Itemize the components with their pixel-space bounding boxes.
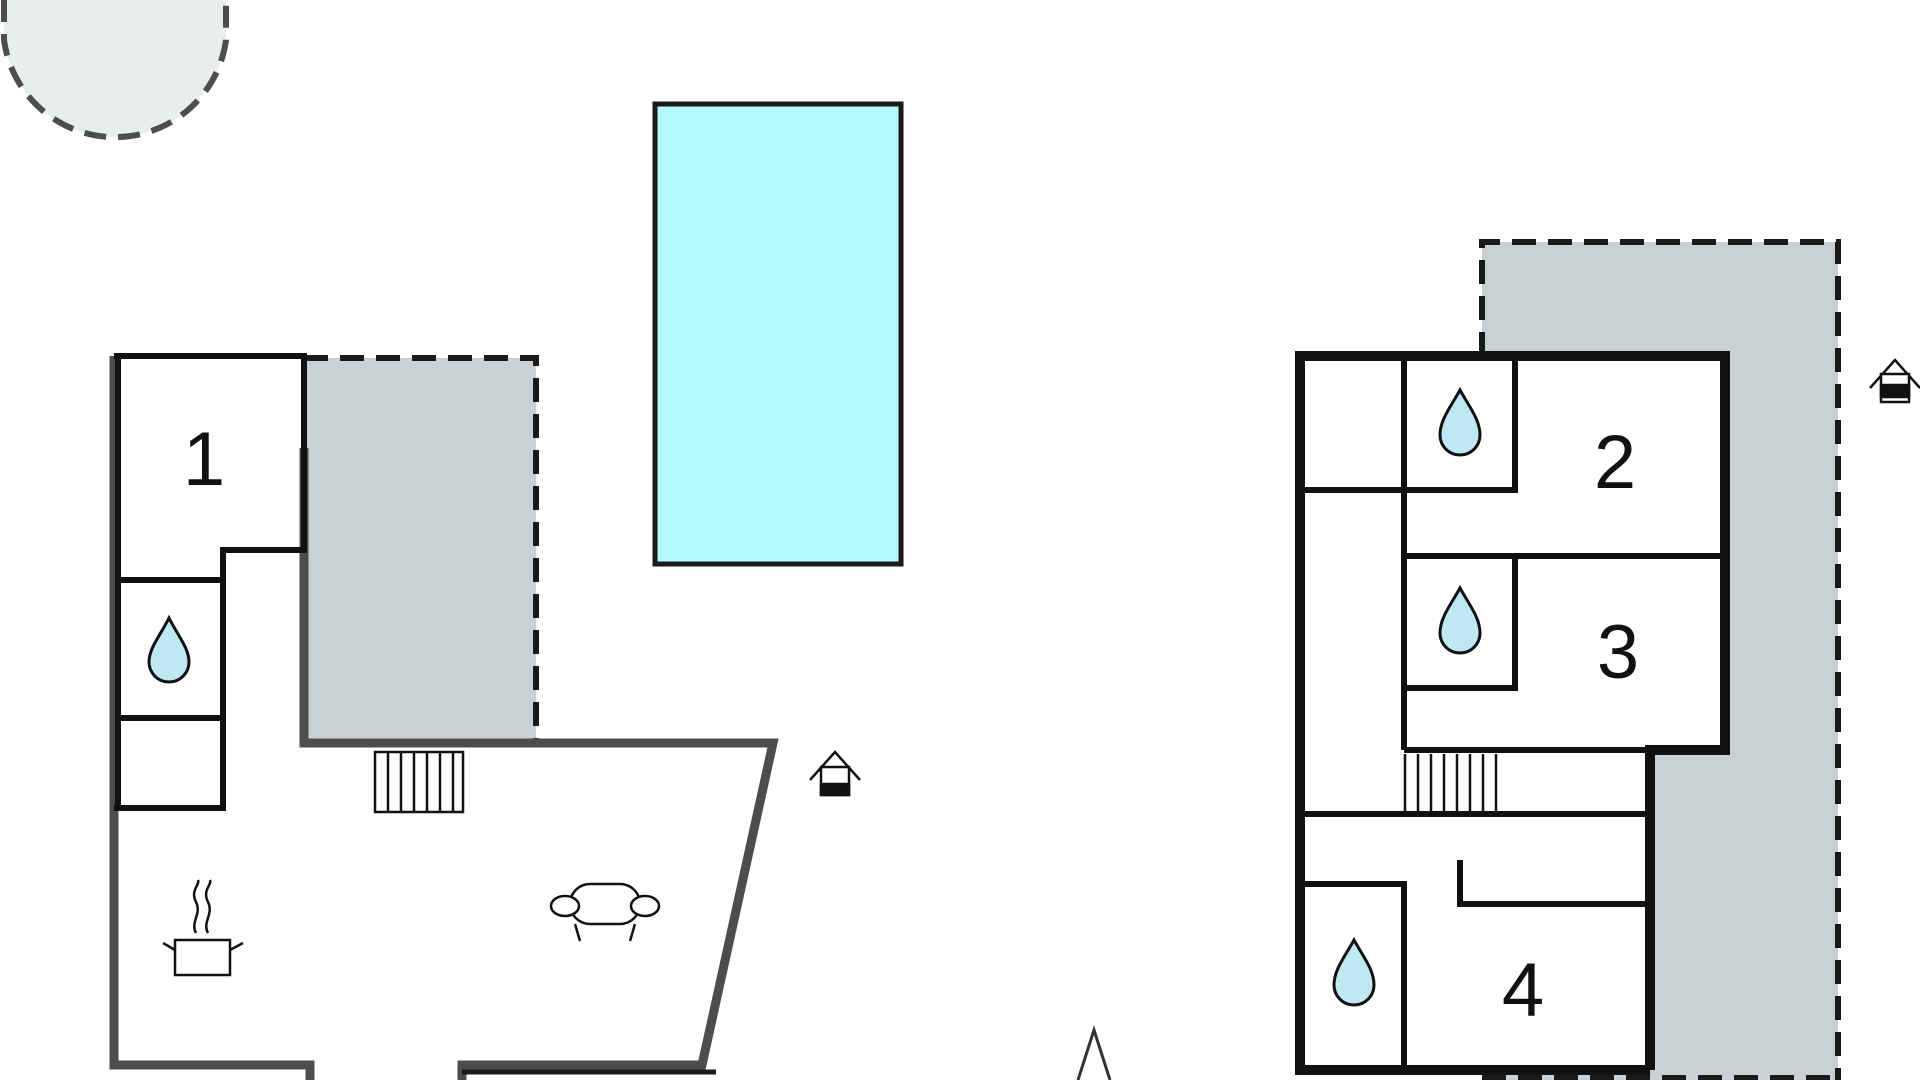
water-drop-icon [1438,386,1482,457]
right-terrace-dashed-edge [1479,239,1841,1080]
living-area-wall [299,448,779,1080]
cooking-pot-icon [162,879,244,977]
right-house-inner-walls [1300,356,1725,1070]
north-arrow-icon [1076,1025,1112,1080]
room-number-1: 1 [183,417,225,502]
tree [1,0,229,140]
left-terrace [304,358,536,742]
left-terrace-dashed-edge [304,355,539,742]
storage-wall [114,715,226,811]
water-drop-icon [147,614,191,684]
stairs [373,750,465,814]
sofa-icon [549,882,661,942]
water-drop-icon [1332,936,1376,1007]
water-drop-icon [1438,584,1482,655]
right-house: 2 3 4 [1295,239,1920,1080]
room-number-3: 3 [1597,610,1639,695]
house-entrance-icon [809,750,861,797]
house-entrance-icon [1869,358,1920,404]
room-number-2: 2 [1594,420,1636,505]
living-area-wall-left [109,356,315,1080]
stairs [1403,754,1498,812]
left-house: 1 [109,353,861,1080]
room-number-4: 4 [1502,948,1544,1033]
right-terrace [1482,242,1838,1080]
swimming-pool [652,101,904,567]
